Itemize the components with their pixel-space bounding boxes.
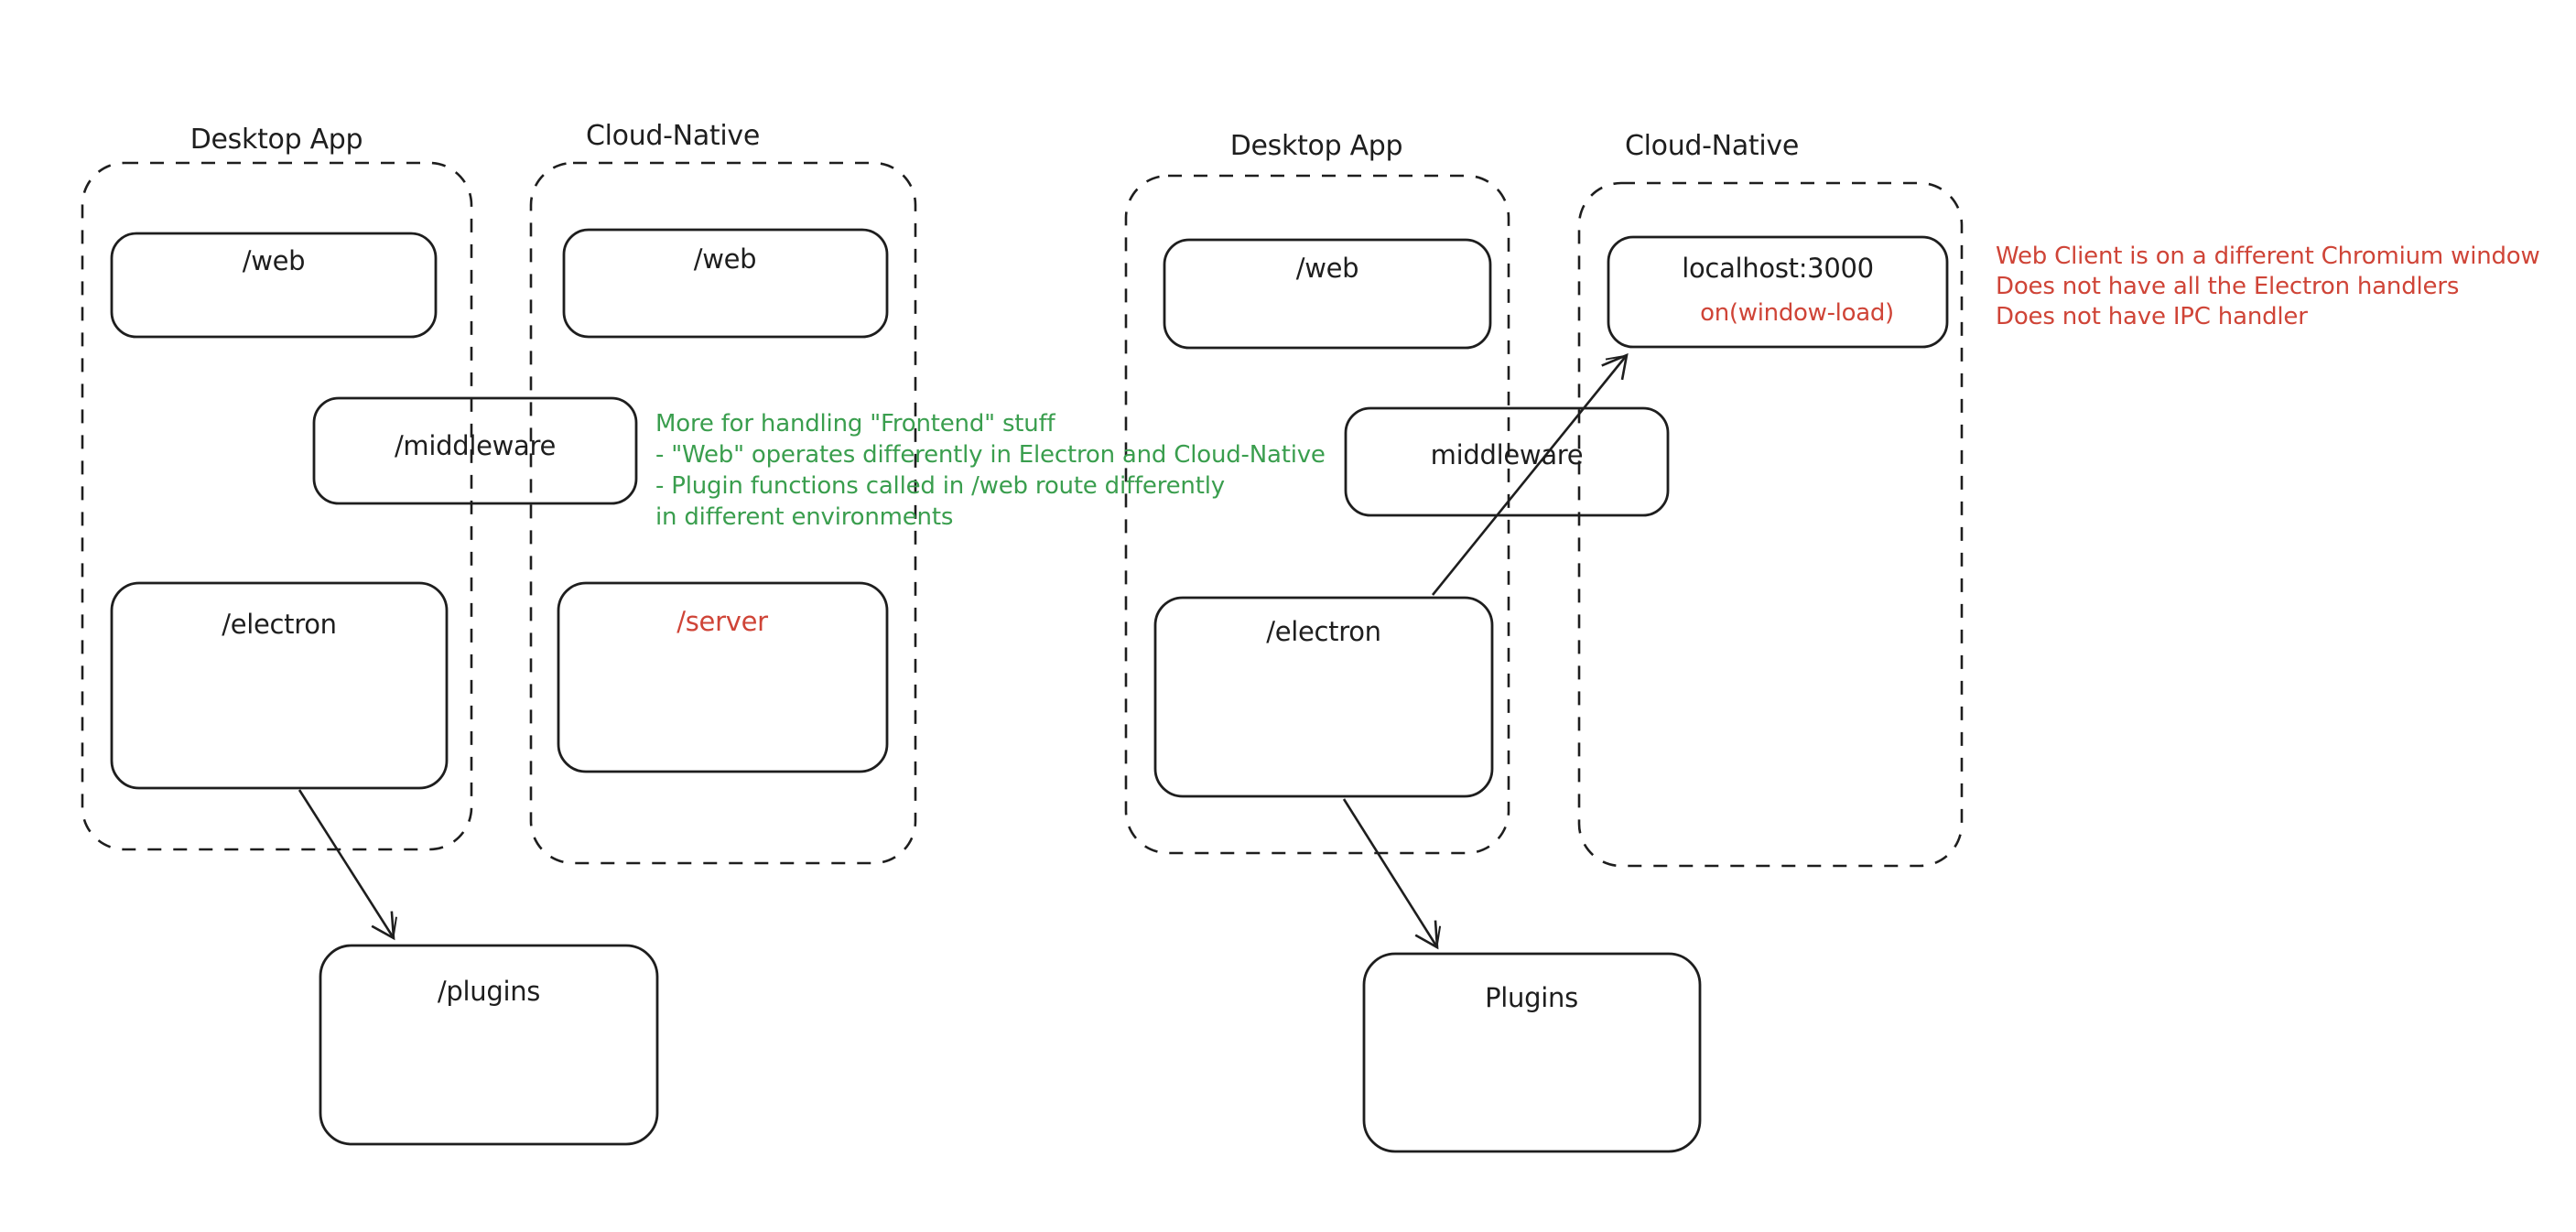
label-cloud-native-left: Cloud-Native [585, 120, 761, 152]
container-cloud-native-right [1577, 181, 1964, 868]
label-middleware-left: /middleware [394, 430, 557, 461]
label-middleware-right: middleware [1430, 439, 1584, 470]
label-plugins-left: /plugins [437, 976, 541, 1007]
box-localhost-3000 [1607, 235, 1949, 349]
label-desktop-app-left: Desktop App [189, 124, 363, 156]
label-localhost-3000: localhost:3000 [1682, 253, 1874, 284]
note-frontend-line-2: - "Web" operates differently in Electron… [655, 441, 1326, 469]
box-electron-left [110, 581, 449, 790]
label-web-desktop-left: /web [242, 245, 306, 276]
box-middleware-left [312, 396, 638, 505]
arrow-electron-to-localhost-right [1431, 352, 1629, 596]
note-frontend-line-4: in different environments [655, 503, 954, 531]
note-web-client-line-3: Does not have IPC handler [1996, 303, 2308, 330]
arrow-electron-to-plugins-right [1342, 798, 1442, 950]
box-web-cloud-left [562, 228, 889, 339]
label-server-left: /server [676, 606, 768, 637]
label-web-right: /web [1295, 253, 1359, 284]
note-frontend-handling: More for handling "Frontend" stuff - "We… [655, 408, 1326, 533]
box-plugins-right [1362, 952, 1702, 1153]
box-plugins-left [319, 944, 659, 1146]
container-desktop-app-left [81, 161, 473, 851]
box-web-right [1163, 238, 1492, 350]
note-frontend-line-1: More for handling "Frontend" stuff [655, 410, 1055, 438]
note-web-client: Web Client is on a different Chromium wi… [1996, 242, 2540, 332]
box-server-left [557, 581, 889, 773]
label-plugins-right: Plugins [1485, 982, 1578, 1013]
note-web-client-line-2: Does not have all the Electron handlers [1996, 273, 2460, 300]
box-middleware-right [1344, 406, 1670, 517]
label-electron-right: /electron [1266, 616, 1381, 647]
label-web-cloud-left: /web [693, 243, 757, 275]
label-desktop-app-right: Desktop App [1229, 130, 1403, 162]
label-on-window-load: on(window-load) [1700, 299, 1894, 327]
label-cloud-native-right: Cloud-Native [1624, 130, 1800, 162]
note-web-client-line-1: Web Client is on a different Chromium wi… [1996, 243, 2540, 270]
arrow-electron-to-plugins-left [298, 789, 397, 941]
container-cloud-native-left [529, 161, 917, 865]
box-web-desktop-left [110, 232, 438, 339]
box-electron-right [1153, 596, 1494, 798]
note-frontend-line-3: - Plugin functions called in /web route … [655, 472, 1225, 500]
label-electron-left: /electron [222, 609, 337, 640]
